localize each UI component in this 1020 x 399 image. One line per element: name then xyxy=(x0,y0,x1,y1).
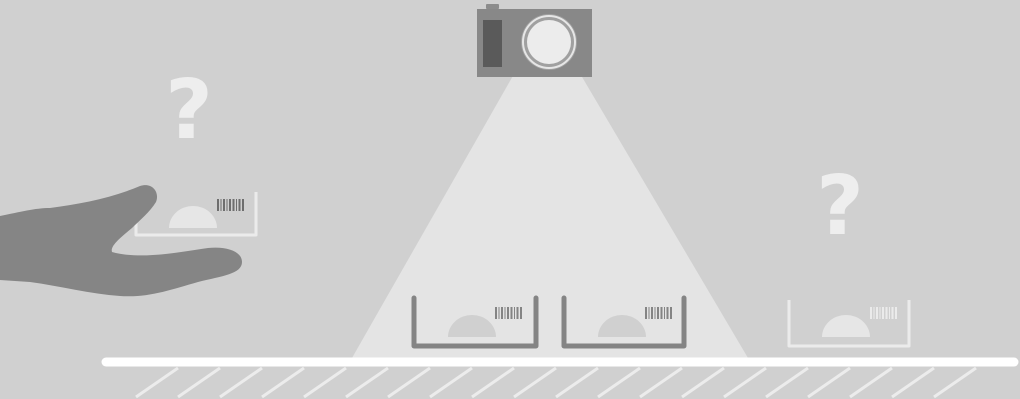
barcode-icon xyxy=(495,307,522,319)
camera-viewfinder xyxy=(483,20,502,67)
camera-light-cone xyxy=(352,60,748,358)
tray-out-of-view-right xyxy=(789,300,909,346)
floor xyxy=(106,362,1014,397)
barcode-icon xyxy=(217,199,244,211)
barcode-icon xyxy=(870,307,897,319)
floor-hatching xyxy=(136,368,976,397)
barcode-icon xyxy=(645,307,672,319)
hand-icon xyxy=(0,185,242,296)
hand-holding-tray xyxy=(0,185,256,296)
camera-lens xyxy=(527,20,571,64)
camera-icon xyxy=(477,4,592,77)
camera-shutter-button xyxy=(486,4,499,9)
dome-icon xyxy=(822,315,870,337)
question-mark-left: ? xyxy=(165,63,213,158)
dome-icon xyxy=(169,206,217,228)
question-mark-right: ? xyxy=(816,159,864,254)
